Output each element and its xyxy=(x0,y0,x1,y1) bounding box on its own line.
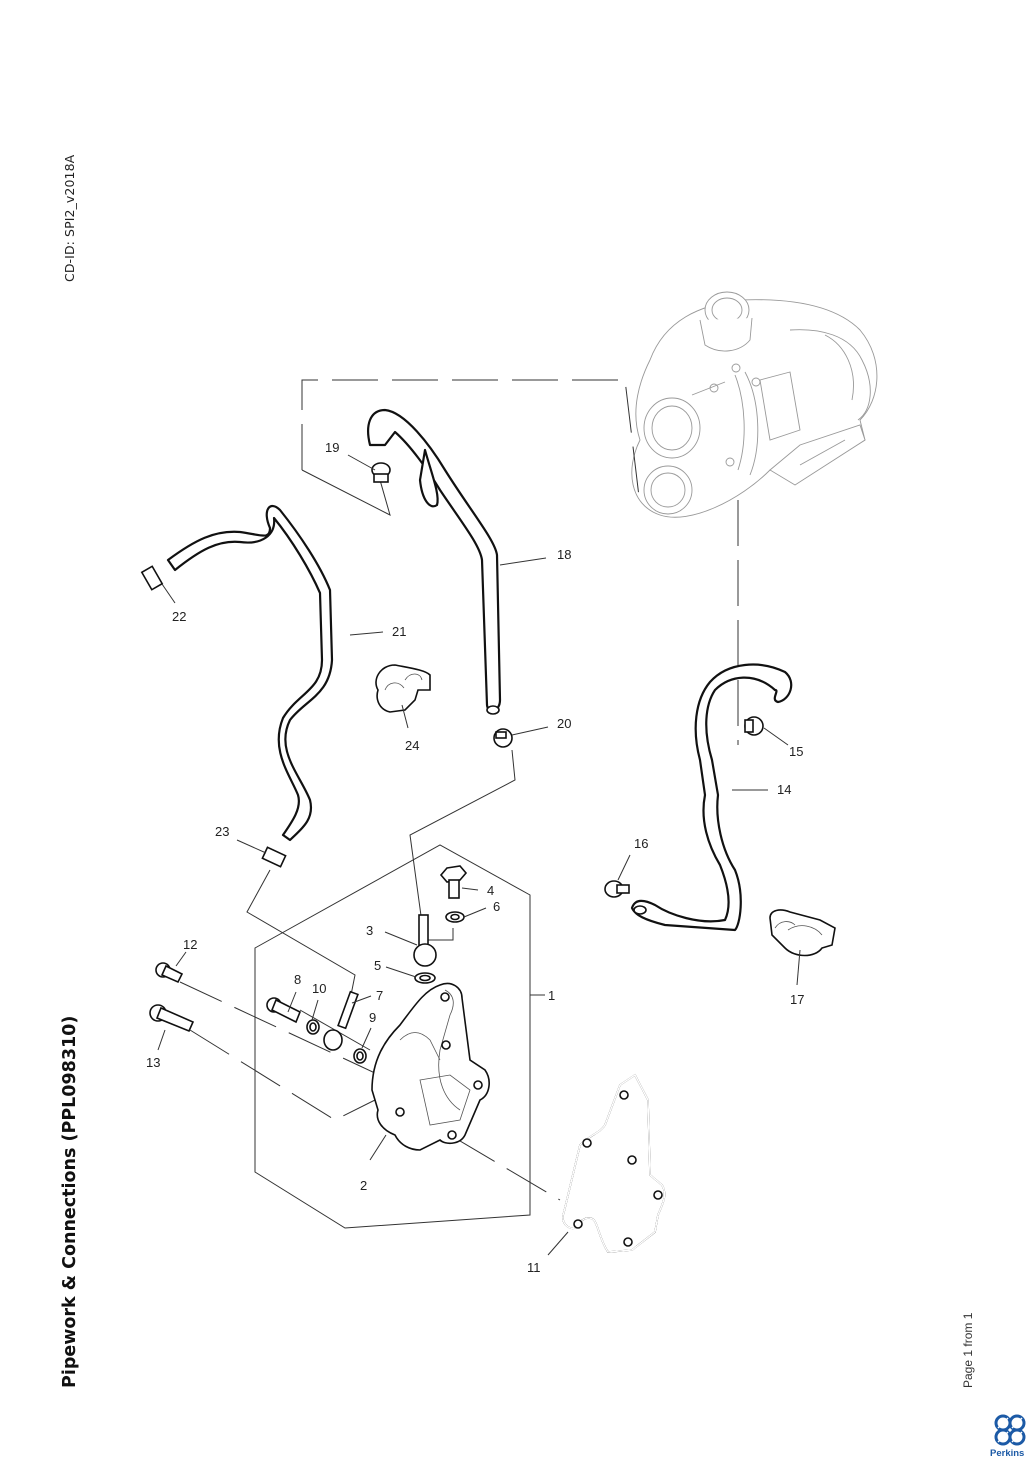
clamp-16 xyxy=(604,880,630,898)
banjo-7 xyxy=(323,990,359,1051)
callout-17: 17 xyxy=(790,992,804,1007)
page-title: Pipework & Connections (PPL098310) xyxy=(60,1015,80,1388)
callout-labels: 1 2 3 4 5 6 7 8 9 10 11 12 13 14 15 16 1… xyxy=(146,440,804,1275)
banjo-bolt-8 xyxy=(266,997,302,1024)
clamp-15 xyxy=(744,716,764,736)
hose-18 xyxy=(367,408,502,715)
callout-7: 7 xyxy=(376,988,383,1003)
callout-14: 14 xyxy=(777,782,791,797)
callout-23: 23 xyxy=(215,824,229,839)
callout-15: 15 xyxy=(789,744,803,759)
washer-9 xyxy=(353,1048,367,1064)
callout-6: 6 xyxy=(493,899,500,914)
callout-leaders xyxy=(157,454,801,1256)
callout-11: 11 xyxy=(527,1260,541,1275)
callout-21: 21 xyxy=(392,624,406,639)
washer-10 xyxy=(306,1019,320,1035)
callout-10: 10 xyxy=(312,981,326,996)
banjo-bolt-4 xyxy=(439,865,468,899)
fitting-22 xyxy=(140,565,164,591)
clamp-20 xyxy=(493,728,513,748)
gasket-11 xyxy=(562,1073,666,1253)
washer-5 xyxy=(414,972,436,984)
perkins-logo-icon xyxy=(994,1414,1026,1446)
leader-lines xyxy=(179,379,739,1229)
hose-21 xyxy=(140,504,334,868)
bolt-13 xyxy=(149,1004,195,1033)
clamp-19 xyxy=(371,462,391,483)
page-indicator: Page 1 from 1 xyxy=(961,1312,975,1388)
bolt-12 xyxy=(155,962,184,984)
banjo-3 xyxy=(413,914,437,967)
brand-name: Perkins xyxy=(990,1448,1025,1459)
callout-2: 2 xyxy=(360,1178,367,1193)
callout-5: 5 xyxy=(374,958,381,973)
callout-19: 19 xyxy=(325,440,339,455)
housing-2 xyxy=(371,982,490,1151)
callout-8: 8 xyxy=(294,972,301,987)
cd-id-label: CD-ID: SPI2_v2018A xyxy=(62,154,77,282)
callout-9: 9 xyxy=(369,1010,376,1025)
clamps xyxy=(371,462,836,957)
callout-12: 12 xyxy=(183,937,197,952)
hose-14 xyxy=(630,663,793,932)
bracket-clip-17 xyxy=(769,909,836,957)
callout-3: 3 xyxy=(366,923,373,938)
callout-24: 24 xyxy=(405,738,419,753)
callout-20: 20 xyxy=(557,716,571,731)
turbocharger-illustration xyxy=(631,291,878,518)
callout-4: 4 xyxy=(487,883,494,898)
callout-22: 22 xyxy=(172,609,186,624)
fitting-23 xyxy=(261,846,287,868)
callout-16: 16 xyxy=(634,836,648,851)
callout-18: 18 xyxy=(557,547,571,562)
fasteners xyxy=(149,865,468,1064)
bracket-clip-24 xyxy=(375,664,431,713)
washer-6 xyxy=(445,911,465,923)
callout-13: 13 xyxy=(146,1055,160,1070)
callout-1: 1 xyxy=(548,988,555,1003)
